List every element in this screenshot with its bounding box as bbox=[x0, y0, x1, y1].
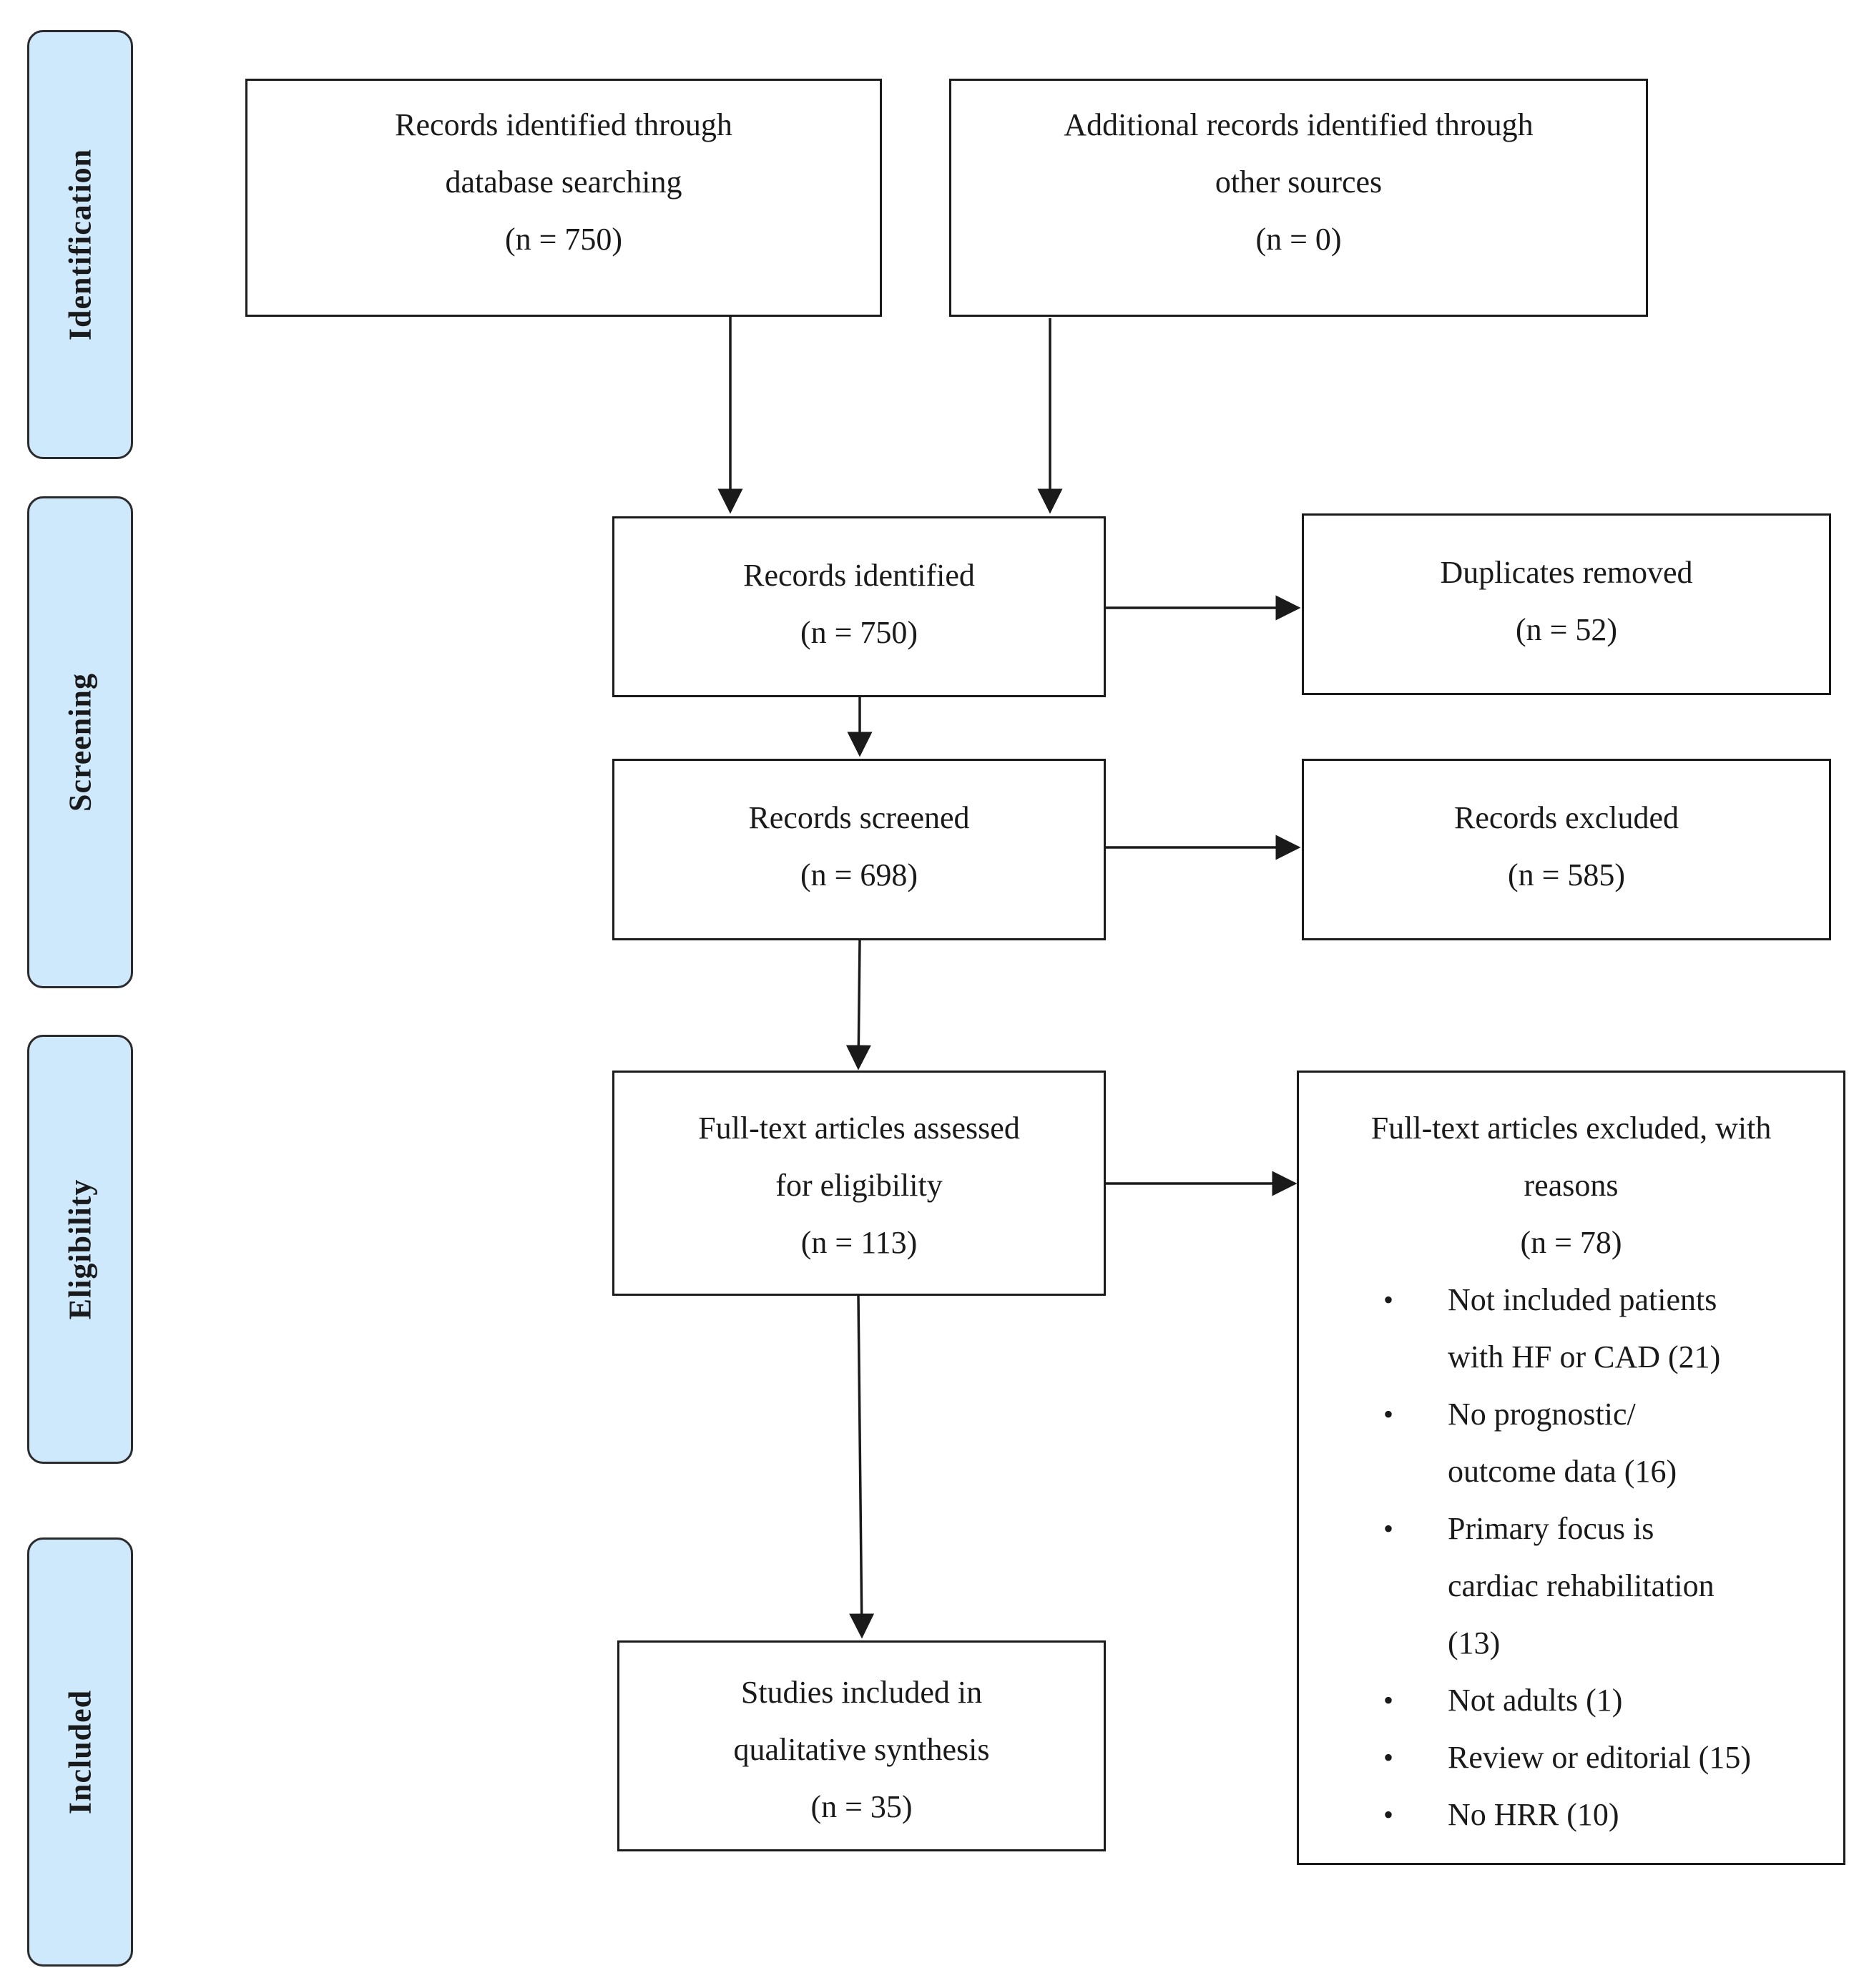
bullet-icon: • bbox=[1383, 1741, 1394, 1773]
exclusion-reasons-list: • Not included patients with HF or CAD (… bbox=[1299, 1271, 1843, 1844]
stage-screening: Screening bbox=[27, 496, 133, 988]
box-studies-included: Studies included in qualitative synthesi… bbox=[617, 1640, 1106, 1851]
reason-line: outcome data (16) bbox=[1448, 1454, 1677, 1489]
bullet-icon: • bbox=[1383, 1284, 1394, 1316]
box-line: (n = 750) bbox=[800, 615, 918, 650]
box-line: (n = 52) bbox=[1515, 612, 1618, 647]
box-database-search: Records identified through database sear… bbox=[245, 79, 882, 317]
stage-label-eligibility: Eligibility bbox=[62, 1178, 98, 1320]
box-duplicates-removed: Duplicates removed (n = 52) bbox=[1302, 513, 1831, 695]
box-line: Duplicates removed bbox=[1440, 555, 1693, 590]
exclusion-reason: • No HRR (10) bbox=[1299, 1786, 1843, 1844]
box-line: Records identified through bbox=[395, 107, 732, 142]
bullet-icon: • bbox=[1383, 1798, 1394, 1831]
box-line: Full-text articles assessed bbox=[698, 1111, 1020, 1146]
stage-label-included: Included bbox=[62, 1689, 98, 1815]
box-line: Studies included in bbox=[740, 1675, 983, 1710]
box-line: other sources bbox=[1215, 164, 1383, 200]
box-line: Full-text articles excluded, with bbox=[1370, 1111, 1772, 1146]
reason-line: (13) bbox=[1448, 1625, 1501, 1660]
box-line: reasons bbox=[1524, 1168, 1619, 1203]
arrow-fulltext-to-included bbox=[849, 1295, 875, 1639]
exclusion-reason: • Not adults (1) bbox=[1299, 1672, 1843, 1729]
stage-label-identification: Identification bbox=[62, 148, 98, 341]
box-full-text-assessed: Full-text articles assessed for eligibil… bbox=[612, 1071, 1106, 1296]
box-line: for eligibility bbox=[775, 1168, 943, 1203]
box-line: (n = 698) bbox=[800, 857, 918, 892]
box-line: (n = 35) bbox=[810, 1789, 913, 1824]
exclusion-reason: • Review or editorial (15) bbox=[1299, 1729, 1843, 1786]
box-line: (n = 113) bbox=[800, 1225, 918, 1260]
reason-line: Not adults (1) bbox=[1448, 1683, 1623, 1718]
box-line: qualitative synthesis bbox=[733, 1732, 990, 1767]
stage-eligibility: Eligibility bbox=[27, 1035, 133, 1464]
bullet-icon: • bbox=[1383, 1512, 1394, 1545]
box-line: (n = 78) bbox=[1520, 1225, 1622, 1260]
box-line: Additional records identified through bbox=[1064, 107, 1534, 142]
box-records-screened: Records screened (n = 698) bbox=[612, 759, 1106, 940]
box-other-sources: Additional records identified through ot… bbox=[949, 79, 1648, 317]
exclusion-reason: • No prognostic/ outcome data (16) bbox=[1299, 1386, 1843, 1500]
box-line: (n = 0) bbox=[1255, 222, 1342, 257]
box-records-excluded: Records excluded (n = 585) bbox=[1302, 759, 1831, 940]
stage-included: Included bbox=[27, 1537, 133, 1967]
reason-line: with HF or CAD (21) bbox=[1448, 1339, 1721, 1374]
exclusion-reason: • Primary focus is cardiac rehabilitatio… bbox=[1299, 1500, 1843, 1672]
box-full-text-excluded: Full-text articles excluded, with reason… bbox=[1297, 1071, 1845, 1865]
reason-line: No prognostic/ bbox=[1448, 1397, 1636, 1432]
arrow-screened-to-fulltext bbox=[845, 940, 871, 1071]
bullet-icon: • bbox=[1383, 1684, 1394, 1716]
stage-label-screening: Screening bbox=[62, 673, 98, 812]
reason-line: Review or editorial (15) bbox=[1448, 1740, 1751, 1775]
box-line: (n = 585) bbox=[1507, 857, 1626, 892]
reason-line: cardiac rehabilitation bbox=[1448, 1568, 1715, 1603]
stage-identification: Identification bbox=[27, 30, 133, 459]
box-line: Records identified bbox=[743, 558, 975, 593]
box-line: (n = 750) bbox=[504, 222, 623, 257]
exclusion-reason: • Not included patients with HF or CAD (… bbox=[1299, 1271, 1843, 1386]
box-line: Records screened bbox=[748, 800, 970, 835]
box-line: Records excluded bbox=[1454, 800, 1679, 835]
reason-line: Not included patients bbox=[1448, 1282, 1717, 1317]
box-line: database searching bbox=[445, 164, 682, 200]
reason-line: No HRR (10) bbox=[1448, 1797, 1619, 1832]
box-records-identified: Records identified (n = 750) bbox=[612, 516, 1106, 697]
bullet-icon: • bbox=[1383, 1398, 1394, 1430]
reason-line: Primary focus is bbox=[1448, 1511, 1654, 1546]
